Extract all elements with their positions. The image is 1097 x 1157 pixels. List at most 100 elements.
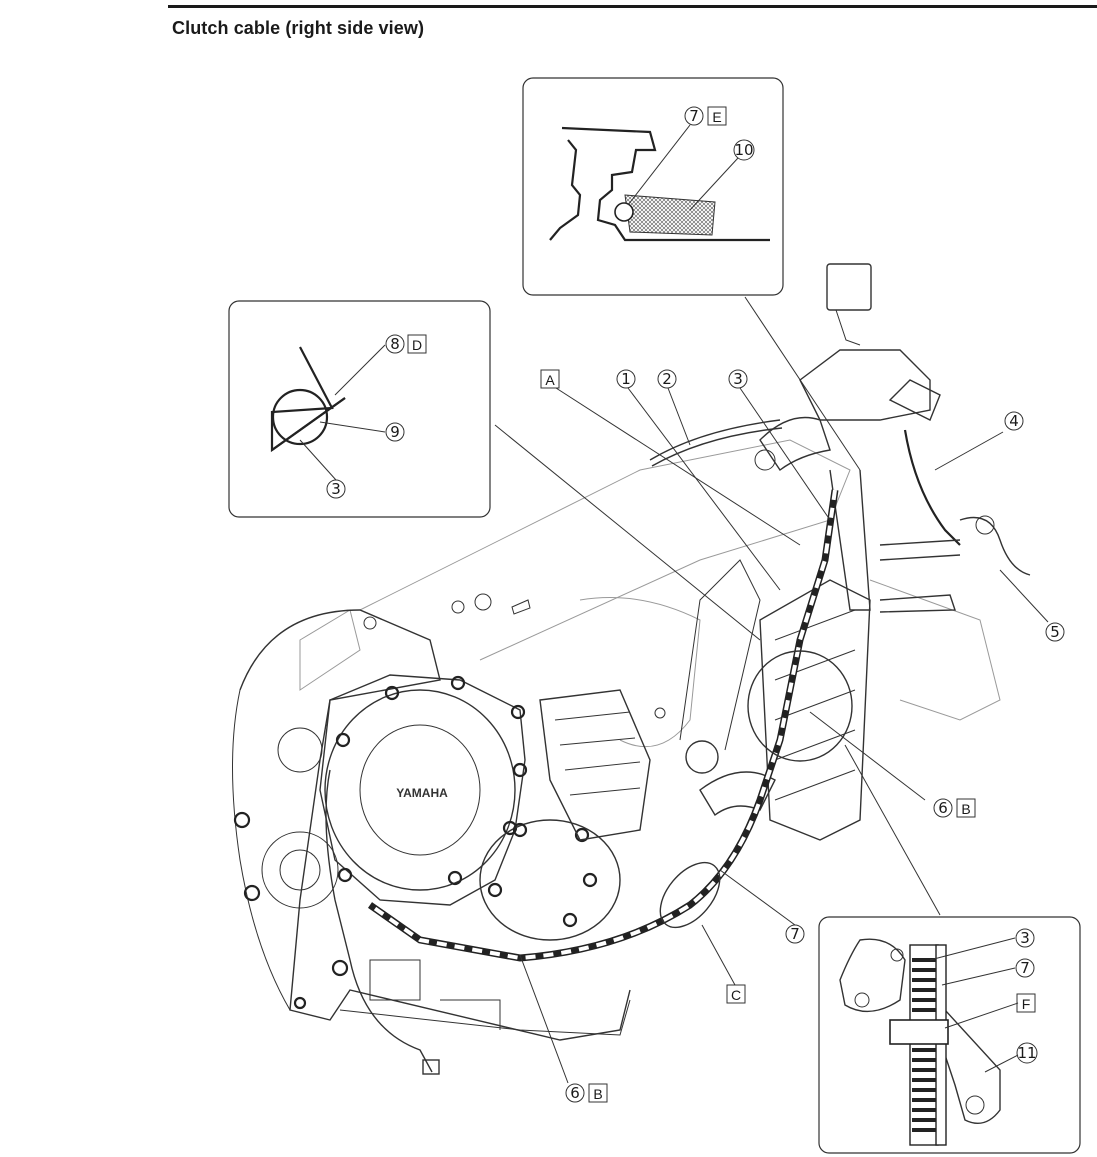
inset-e-panel-left (549, 139, 582, 241)
bolt (574, 827, 590, 843)
inset-f-leader-3 (929, 937, 1016, 961)
frame-hole (654, 707, 666, 719)
bolt (337, 867, 353, 883)
sensor-lead (325, 769, 433, 1073)
clamp-ring-c (659, 861, 721, 929)
callout-circle-9 (385, 422, 405, 442)
callout-9: 9 (390, 423, 400, 441)
callout-8: 8 (390, 335, 400, 353)
bolt (562, 912, 578, 928)
bar-end (754, 449, 776, 471)
leader-3 (739, 387, 831, 521)
inset-d-leader-3 (299, 439, 337, 481)
callout-circle-4 (1004, 411, 1024, 431)
letter-box-E (707, 106, 727, 126)
case-boss (277, 727, 323, 773)
clutch-cover (324, 689, 516, 891)
bolt (293, 996, 307, 1010)
leader-4 (934, 431, 1004, 471)
bolt (384, 685, 400, 701)
bolt (243, 884, 261, 902)
letter-B-upper: B (961, 801, 970, 817)
bolt (331, 959, 349, 977)
callout-5: 5 (1050, 623, 1060, 641)
master-cylinder-reservoir (826, 263, 872, 311)
inset-e-leader-10 (689, 157, 739, 211)
inset-f-bolt-upper (854, 992, 870, 1008)
inset-f-clamp (889, 1019, 949, 1045)
bolt (582, 872, 598, 888)
frame-hole (363, 616, 377, 630)
callout-circle-3 (728, 369, 748, 389)
radiator-core (759, 579, 871, 841)
inset-f-leader-F (944, 1002, 1019, 1029)
callout-10: 10 (734, 141, 753, 159)
callout-inset-e-7: 7 (689, 107, 699, 125)
inset-e-panel (561, 126, 770, 242)
inset-f-bolt-lower (965, 1095, 985, 1115)
reservoir-hose (835, 309, 861, 346)
oil-pan-detail-2 (440, 999, 501, 1030)
throttle-cable-2 (651, 427, 783, 467)
inset-f-bolt-upper-2 (890, 948, 904, 962)
leader-5 (999, 569, 1049, 623)
throttle-cable-1 (649, 419, 781, 461)
oil-pan-detail (369, 959, 421, 1001)
inset-f-frame (818, 916, 1081, 1154)
brake-lever-mount (888, 379, 941, 421)
main-callouts: A 1 2 3 4 5 6 B 7 C 6 B (540, 369, 1065, 1103)
frame-hole (474, 593, 492, 611)
leader-A (555, 387, 801, 546)
letter-box-A (540, 369, 560, 389)
callout-circle-inset-f-7 (1015, 958, 1035, 978)
inset-d-leader-8 (334, 344, 386, 396)
callout-circle-inset-f-3 (1015, 928, 1035, 948)
leader-inset-F (844, 744, 941, 916)
leader-lines (494, 296, 1049, 1084)
inset-f-bracket-upper (839, 938, 906, 1013)
letter-E: E (712, 109, 721, 125)
leader-1 (627, 387, 781, 591)
sensor-connector (422, 1059, 440, 1075)
radiator-hose (699, 771, 776, 817)
engine-case-curve (232, 689, 291, 1011)
callout-circle-7 (785, 924, 805, 944)
inset-e-frame (522, 77, 784, 296)
crank-boss (261, 831, 339, 909)
inset-d: 8 D 9 3 (228, 300, 491, 518)
cylinder-fins (554, 711, 641, 796)
radiator-side (869, 579, 1001, 721)
page-title: Clutch cable (right side view) (172, 18, 425, 38)
leader-inset-E (744, 296, 861, 471)
throttle-cable-guide (879, 594, 956, 613)
callout-1: 1 (621, 370, 631, 388)
switch-connector (975, 515, 995, 535)
leader-6-upper (809, 711, 926, 801)
letter-box-F (1016, 993, 1036, 1013)
callout-circle-11 (1016, 1042, 1038, 1064)
callout-6-upper: 6 (938, 799, 948, 817)
bolt (510, 704, 526, 720)
callout-11: 11 (1017, 1044, 1036, 1062)
letter-F: F (1022, 996, 1031, 1012)
inset-f-bracket-lower (939, 1009, 1001, 1124)
inset-f-leader-7 (941, 967, 1016, 986)
frame-slot (511, 599, 531, 615)
leader-C (701, 924, 736, 986)
leader-inset-D (494, 424, 761, 641)
engine-brand-text: YAMAHA (396, 786, 448, 800)
inset-d-band (271, 397, 346, 451)
leader-2 (667, 387, 691, 446)
swingarm-pivot (685, 740, 719, 774)
cable-guide-bracket (879, 539, 961, 561)
bolt (450, 675, 466, 691)
inset-f-protector-stripes (912, 958, 936, 1132)
callout-3: 3 (733, 370, 743, 388)
callout-circle-6-upper (933, 798, 953, 818)
letter-box-B-upper (956, 798, 976, 818)
letter-A: A (545, 372, 555, 388)
header-rule (168, 5, 1097, 8)
handlebar-clamp (799, 349, 931, 421)
inset-f-cable-7 (935, 944, 947, 1146)
callout-4: 4 (1009, 412, 1019, 430)
